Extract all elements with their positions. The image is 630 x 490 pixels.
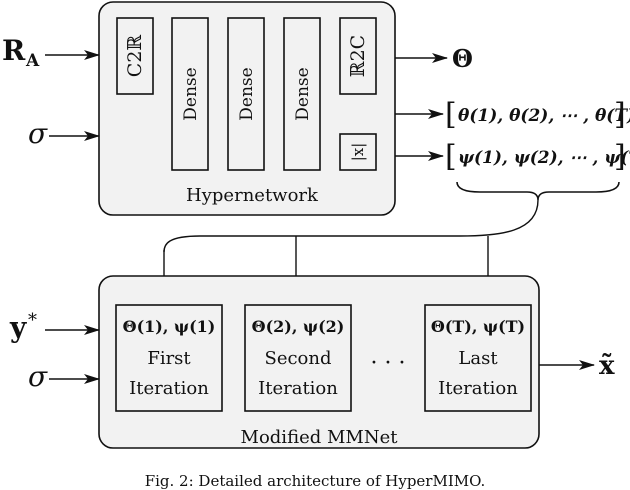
theta-list-bracket-right: ]	[614, 97, 626, 132]
iteration-line2-second: Iteration	[258, 378, 338, 399]
iteration-line1-first: First	[147, 348, 191, 369]
iteration-line2-last: Iteration	[438, 378, 518, 399]
iteration-line1-second: Second	[264, 348, 331, 369]
hypernetwork-label: Hypernetwork	[186, 185, 319, 206]
iteration-box-first	[115, 304, 223, 412]
psi-list-bracket-left: [	[445, 139, 457, 174]
input-r-label: R	[2, 34, 26, 67]
dense-block-2	[227, 17, 265, 171]
mmnet-label: Modified MMNet	[241, 427, 399, 448]
dist-path-trunk	[163, 199, 539, 253]
r2c-label: ℝ2C	[347, 35, 369, 77]
dense-block-3	[283, 17, 321, 171]
dense-label-3: Dense	[293, 67, 313, 120]
r2c-block	[339, 17, 377, 95]
iteration-params-last: Θ(T), ψ(T)	[431, 317, 525, 336]
iteration-params-first: Θ(1), ψ(1)	[123, 317, 216, 336]
abs-block	[339, 133, 377, 171]
abs-label: |x|	[349, 143, 367, 162]
iteration-params-second: Θ(2), ψ(2)	[252, 317, 345, 336]
input-sigma-label-bottom: σ	[28, 360, 48, 393]
iteration-line1-last: Last	[458, 348, 498, 369]
psi-list-bracket-right: ]	[614, 139, 626, 174]
c2r-label: C2ℝ	[124, 35, 146, 78]
output-x-label: x̃	[599, 351, 615, 381]
iteration-box-second	[244, 304, 352, 412]
theta-list-label: θ(1), θ(2), ⋯ , θ(T)	[458, 106, 630, 126]
theta-big-label: Θ	[452, 44, 473, 73]
input-sigma-label-top: σ	[28, 117, 48, 150]
figure-caption: Fig. 2: Detailed architecture of HyperMI…	[144, 472, 486, 490]
input-a-subscript: A	[25, 51, 40, 71]
iteration-box-last	[424, 304, 532, 412]
c2r-block	[116, 17, 154, 95]
dense-label-2: Dense	[237, 67, 257, 120]
iteration-line2-first: Iteration	[129, 378, 209, 399]
dense-label-1: Dense	[181, 67, 201, 120]
iteration-ellipsis: · · ·	[371, 351, 406, 376]
input-y-star: *	[28, 310, 37, 331]
theta-list-bracket-left: [	[445, 97, 457, 132]
dense-block-1	[171, 17, 209, 171]
psi-list-label: ψ(1), ψ(2), ⋯ , ψ(T)	[458, 148, 630, 168]
input-y-label: y	[9, 311, 27, 344]
outputs-brace	[456, 181, 620, 201]
